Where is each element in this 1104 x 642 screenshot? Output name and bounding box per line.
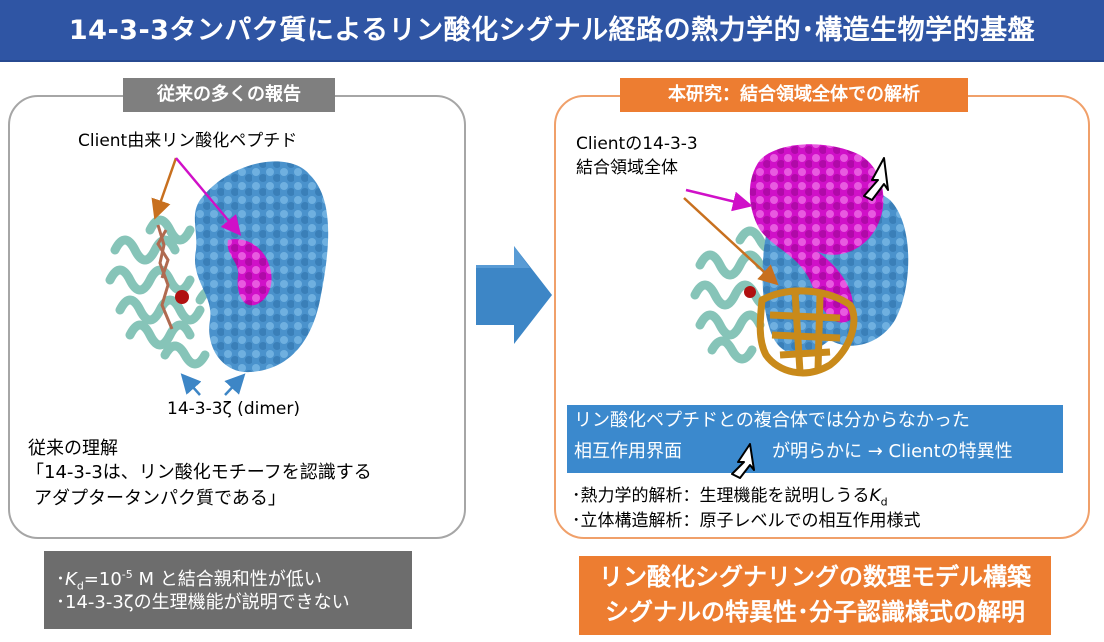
left-panel [8,95,466,539]
outcome-line2: シグナルの特異性･分子認識様式の解明 [605,598,1025,626]
bullet-structural: ･立体構造解析：原子レベルでの相互作用様式 [572,511,921,531]
right-protein-structure [690,144,909,377]
outcomes-box [579,556,1051,635]
client-label-line1: Clientの14-3-3 [576,134,698,154]
client-arrow-magenta [685,188,753,212]
bullet-thermodynamic: ･熱力学的解析：生理機能を説明しうるKd [572,485,888,513]
left-protein-structure [105,161,329,373]
interface-pointer-icon [863,157,889,201]
previous-limitations-box [44,551,412,629]
transition-arrow [476,246,552,344]
dimer-arrow-right [224,373,246,396]
page-title: 14-3-3タンパク質によるリン酸化シグナル経路の熱力学的･構造生物学的基盤 [68,15,1036,46]
magenta-peptide-left [227,239,272,306]
limitation-kd-sub: d [76,579,84,593]
limitation-kd-k: K [65,569,77,590]
peptide-arrow-magenta [175,157,242,236]
dimer-arrow-left [180,373,202,396]
dimer-label: 14-3-3ζ (dimer) [167,399,300,419]
right-panel-tag: 本研究：結合領域全体での解析 [620,78,968,112]
limitation-kd-eq: =10 [83,569,122,590]
peptide-arrow-orange [151,157,178,220]
finding-line1: リン酸化ペプチドとの複合体では分からなかった [574,410,970,431]
finding-line2-end: が明らかに → Clientの特異性 [772,441,1013,462]
limitation-kd-rest: M と結合親和性が低い [132,569,322,590]
limitation-kd: ･Kd=10-5 M と結合親和性が低い [56,562,322,600]
peptide-sticks [156,224,174,330]
phosphate-sphere [175,290,189,304]
gold-ribbon-domain [756,287,858,377]
magenta-client-domain [749,144,884,323]
client-arrow-orange [683,197,779,286]
understanding-line2: アダプタータンパク質である」 [34,488,286,509]
understanding-heading: 従来の理解 [28,438,118,459]
left-panel-tag: 従来の多くの報告 [123,78,335,112]
finding-line2-start: 相互作用界面 [574,441,682,462]
limitation-kd-dot: ･ [56,569,65,590]
outcome-line1: リン酸化シグナリングの数理モデル構築 [599,563,1031,591]
finding-box [567,405,1063,473]
phosphate-sphere-right [744,286,756,298]
kd-subscript: d [880,495,888,509]
kd-symbol: K [869,486,881,506]
limitation-function: ･14-3-3ζの生理機能が説明できない [56,592,350,613]
understanding-line1: 「14-3-3は、リン酸化モチーフを認識する [26,462,372,483]
client-label-line2: 結合領域全体 [576,158,678,178]
limitation-kd-sup: -5 [121,568,133,581]
bullet-thermodynamic-text: ･熱力学的解析：生理機能を説明しうる [572,486,870,506]
title-bar [0,0,1104,62]
peptide-label: Client由来リン酸化ペプチド [78,131,298,151]
